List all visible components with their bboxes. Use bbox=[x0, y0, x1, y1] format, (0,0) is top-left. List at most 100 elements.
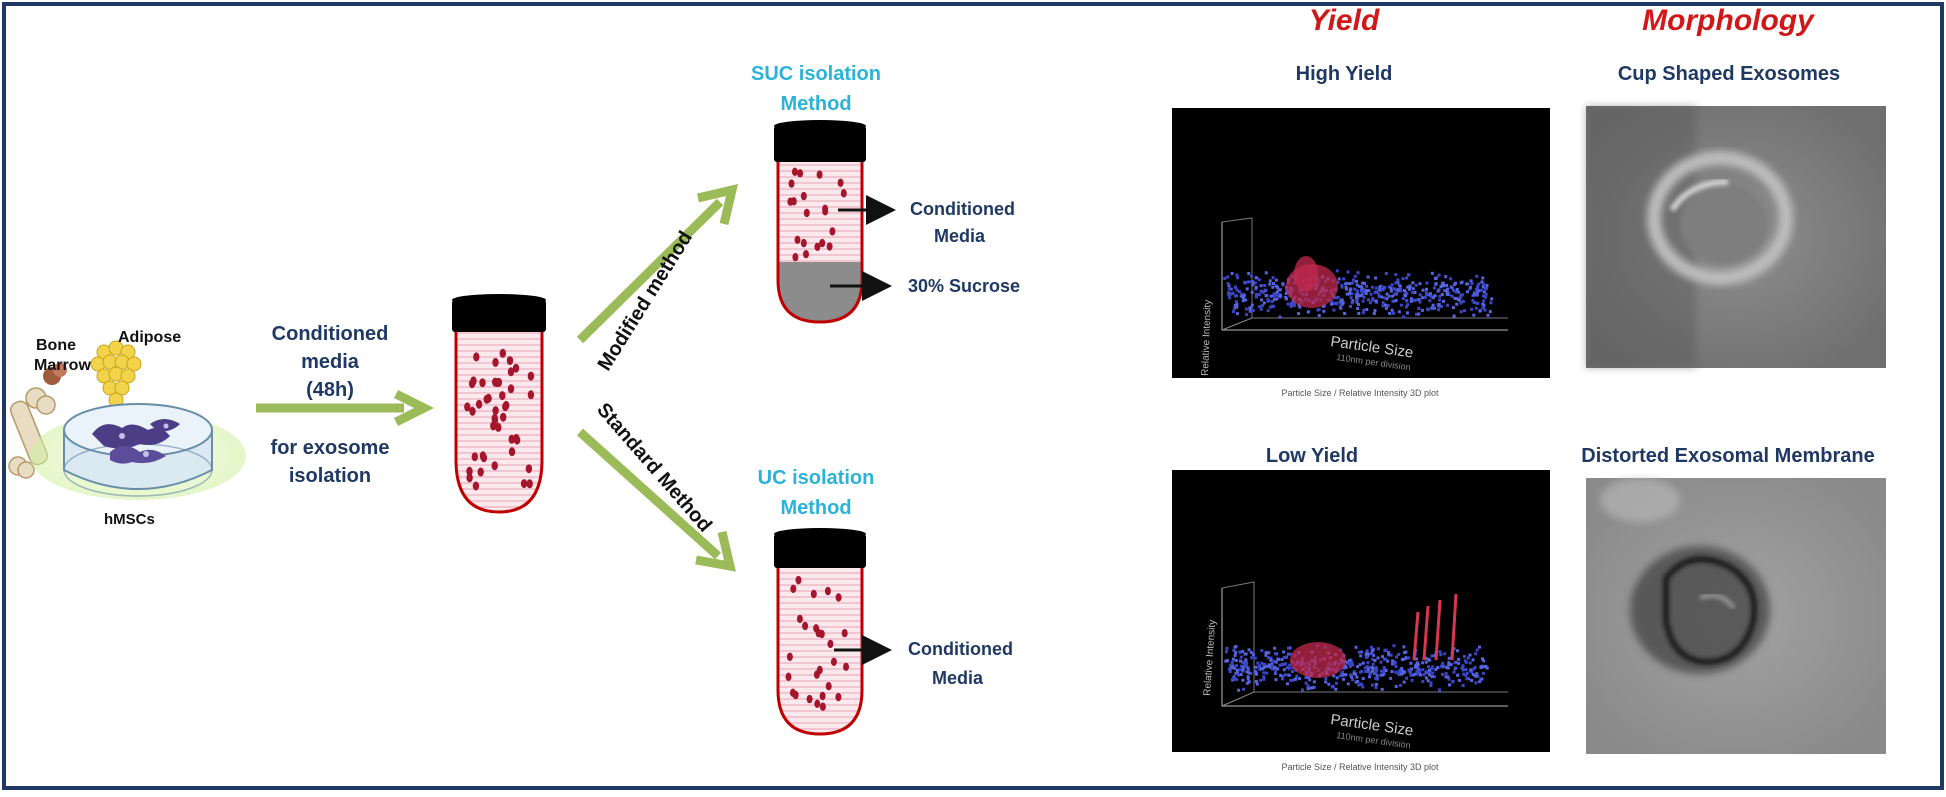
plot-point bbox=[1413, 298, 1416, 302]
particle bbox=[507, 367, 515, 377]
plot-point bbox=[1394, 299, 1398, 302]
plot-point bbox=[1406, 285, 1410, 289]
plot-point bbox=[1383, 667, 1387, 671]
plot-point bbox=[1472, 291, 1476, 295]
plot-point bbox=[1348, 662, 1352, 666]
plot-point bbox=[1241, 668, 1245, 672]
plot-point bbox=[1424, 676, 1428, 680]
plot-point bbox=[1293, 301, 1297, 305]
plot-point bbox=[1457, 657, 1461, 661]
plot-point bbox=[1335, 681, 1338, 685]
plot-point bbox=[1440, 282, 1444, 286]
plot-point bbox=[1410, 667, 1414, 671]
plot-point bbox=[1239, 659, 1242, 663]
plot-point bbox=[1381, 304, 1385, 308]
plot-point bbox=[1418, 300, 1422, 304]
plot-point bbox=[1370, 645, 1373, 649]
plot-point bbox=[1444, 275, 1448, 279]
plot-point bbox=[1254, 679, 1258, 683]
plot-point bbox=[1461, 664, 1465, 668]
particle bbox=[800, 238, 807, 248]
plot-point bbox=[1457, 679, 1461, 682]
plot-point bbox=[1384, 272, 1388, 275]
suc-title-line1: SUC isolation bbox=[751, 63, 881, 85]
plot-point bbox=[1425, 293, 1429, 296]
particle bbox=[835, 692, 842, 702]
particle bbox=[472, 481, 480, 491]
particle bbox=[788, 179, 795, 188]
plot-point bbox=[1340, 302, 1344, 306]
plot-point bbox=[1280, 658, 1284, 661]
plot-point bbox=[1465, 671, 1469, 675]
particle bbox=[508, 447, 516, 457]
plot-point bbox=[1474, 652, 1478, 656]
plot-point bbox=[1239, 655, 1243, 659]
plot-point bbox=[1420, 296, 1424, 300]
plot-point bbox=[1238, 668, 1242, 672]
fat-cell bbox=[114, 380, 130, 396]
particle bbox=[827, 639, 834, 649]
plot-point bbox=[1376, 656, 1380, 660]
plot-point bbox=[1430, 667, 1434, 671]
plot-point bbox=[1240, 660, 1244, 664]
plot-point bbox=[1381, 673, 1385, 677]
fat-cell bbox=[120, 368, 136, 384]
plot-point bbox=[1263, 665, 1267, 669]
plot-point bbox=[1478, 680, 1482, 684]
plot-point bbox=[1396, 280, 1400, 284]
plot-point bbox=[1223, 276, 1227, 280]
plot-point bbox=[1257, 278, 1261, 282]
plot-point bbox=[1237, 688, 1241, 692]
plot-point bbox=[1330, 299, 1334, 303]
plot-point bbox=[1377, 295, 1381, 299]
plot-point bbox=[1344, 282, 1348, 286]
plot-point bbox=[1444, 665, 1448, 669]
high-plot-caption: Particle Size / Relative Intensity 3D pl… bbox=[1281, 388, 1439, 398]
particle bbox=[527, 371, 535, 381]
plot-point bbox=[1451, 306, 1455, 310]
plot-point bbox=[1228, 667, 1231, 671]
particle bbox=[525, 464, 533, 474]
plot-point bbox=[1401, 669, 1405, 673]
plot-point bbox=[1411, 287, 1415, 291]
plot-point bbox=[1409, 299, 1413, 303]
plot-point bbox=[1371, 296, 1375, 300]
plot-point bbox=[1421, 668, 1425, 672]
plot-point bbox=[1340, 671, 1344, 675]
plot-point bbox=[1481, 276, 1485, 280]
plot-point bbox=[1361, 311, 1365, 315]
plot-point bbox=[1455, 288, 1459, 291]
plot-point bbox=[1274, 293, 1277, 297]
plot-point bbox=[1409, 671, 1413, 674]
plot-point bbox=[1309, 686, 1313, 690]
plot-point bbox=[1233, 666, 1237, 670]
plot-point bbox=[1290, 670, 1294, 673]
plot-point bbox=[1433, 675, 1436, 679]
plot-point bbox=[1369, 292, 1373, 296]
plot-point bbox=[1474, 306, 1478, 310]
plot-point bbox=[1289, 678, 1293, 682]
plot-point bbox=[1340, 283, 1344, 287]
low-yield-plot: Relative Intensity Particle Size 110nm p… bbox=[1172, 470, 1550, 752]
plot-point bbox=[1464, 673, 1468, 677]
particle bbox=[792, 253, 799, 262]
plot-point bbox=[1274, 660, 1278, 664]
plot-point bbox=[1373, 290, 1377, 294]
plot-point bbox=[1480, 677, 1484, 681]
plot-point bbox=[1240, 292, 1244, 296]
plot-point bbox=[1482, 659, 1486, 663]
plot-point bbox=[1365, 284, 1369, 288]
plot-point bbox=[1266, 298, 1270, 302]
plot-point bbox=[1365, 652, 1369, 655]
plot-point bbox=[1278, 315, 1282, 319]
plot-point bbox=[1458, 295, 1462, 299]
plot-point bbox=[1407, 273, 1411, 277]
plot-point bbox=[1342, 677, 1345, 681]
particle bbox=[803, 250, 809, 259]
plot-point bbox=[1233, 645, 1237, 649]
plot-point bbox=[1400, 672, 1404, 676]
plot-point bbox=[1269, 656, 1273, 660]
particle bbox=[491, 413, 498, 423]
plot-point bbox=[1419, 673, 1422, 677]
plot-point bbox=[1428, 292, 1432, 296]
